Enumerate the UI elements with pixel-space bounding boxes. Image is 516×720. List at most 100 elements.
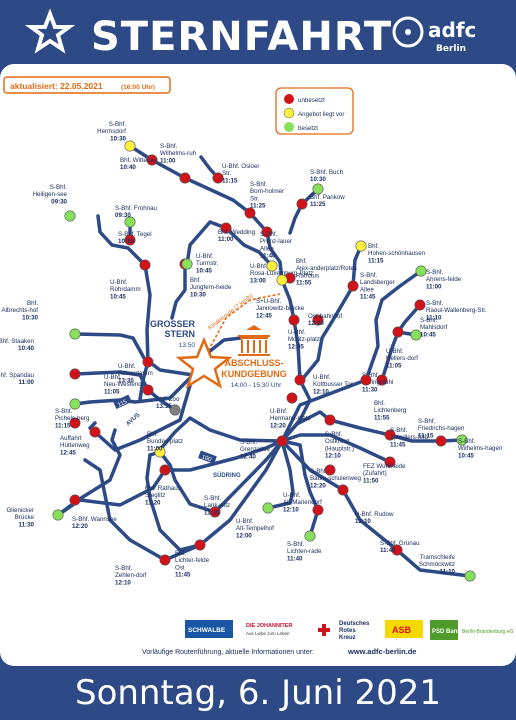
stop-marker [324, 464, 336, 476]
svg-text:(16:00 Uhr): (16:00 Uhr) [121, 84, 155, 91]
svg-text:adfc: adfc [428, 18, 476, 42]
svg-text:Aus Liebe zum Leben: Aus Liebe zum Leben [246, 631, 290, 636]
stop-marker [262, 502, 274, 514]
stop-marker [266, 260, 278, 272]
stop-marker [355, 240, 367, 252]
stop-marker [304, 530, 316, 542]
drk-logo: Deutsches [339, 621, 370, 627]
stop-marker [410, 329, 422, 341]
sponsor-logos: SCHWALBE DIE JOHANNITER Aus Liebe zum Le… [185, 620, 514, 641]
stern-time: 13:50 [179, 342, 196, 349]
kinderroute-line [205, 293, 281, 356]
stop-marker [124, 234, 136, 246]
stop-marker [124, 140, 136, 152]
stop-marker [244, 207, 256, 219]
footer-url[interactable]: www.adfc-berlin.de [347, 647, 416, 656]
map-card [0, 64, 516, 666]
event-line2: KUNDGEBUNG [221, 369, 287, 379]
stop-marker [392, 326, 404, 338]
stop-marker [159, 554, 171, 566]
stop-marker [142, 356, 154, 368]
stop-marker [312, 183, 324, 195]
stop-marker [69, 417, 81, 429]
legend: unbesetzt Angebot liegt vor besetzt [275, 87, 354, 135]
stop-marker [337, 484, 349, 496]
stop-marker [142, 384, 154, 396]
stop-marker [179, 172, 191, 184]
svg-text:115: 115 [117, 399, 129, 409]
svg-text:besetzt: besetzt [298, 125, 318, 132]
stop-label: U-Bhf.Turmstr.10:45 [196, 253, 219, 274]
stop-marker [52, 509, 64, 521]
stop-marker [288, 314, 300, 326]
svg-text:SÜDRING: SÜDRING [213, 472, 241, 479]
stop-marker [384, 429, 396, 441]
svg-text:aktualisiert: 22.05.2021: aktualisiert: 22.05.2021 [10, 81, 103, 91]
stop-label: S-Bhf.Raoul-Wallenberg-Str.11:10 [426, 300, 487, 321]
stop-marker [376, 374, 388, 386]
stop-marker [181, 258, 193, 270]
svg-text:Berlin-Brandenburg eG: Berlin-Brandenburg eG [462, 629, 514, 635]
psd-logo: PSD Bank [432, 629, 461, 635]
stop-marker [261, 226, 273, 238]
stop-marker [69, 328, 81, 340]
stop-marker [276, 435, 288, 447]
stop-marker [435, 435, 447, 447]
schwalbe-logo: SCHWALBE [188, 627, 226, 634]
stop-marker [89, 426, 101, 438]
event-date: Sonntag, 6. Juni 2021 [75, 673, 441, 713]
title: STERNFAHRT [91, 14, 392, 60]
stop-label: S-Bhf.Ostkreuz(Hauptstr.)12:10 [325, 431, 354, 460]
stop-marker [139, 259, 151, 271]
stop-marker [456, 434, 468, 446]
stop-marker [276, 274, 288, 286]
header-band [0, 0, 516, 64]
stop-marker [194, 539, 206, 551]
svg-text:Berlin: Berlin [436, 44, 466, 54]
stop-marker [146, 154, 158, 166]
adfc-star-logo [24, 8, 76, 54]
stop-marker [360, 374, 372, 386]
stop-marker [64, 210, 76, 222]
stop-marker [69, 398, 81, 410]
kinderroute-label: Kinderroute (7 km/h) [208, 293, 255, 331]
stop-marker [69, 494, 81, 506]
stop-marker [294, 374, 306, 386]
svg-text:Rotes: Rotes [339, 628, 356, 634]
stop-marker [220, 222, 232, 234]
stop-marker [159, 464, 171, 476]
